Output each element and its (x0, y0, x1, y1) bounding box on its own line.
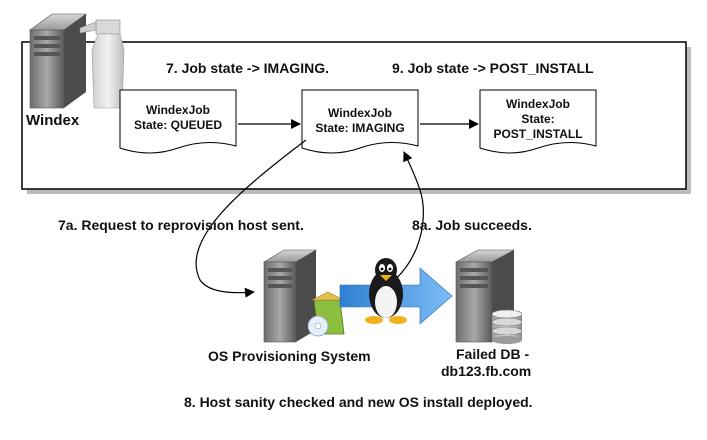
job-doc-post-install (479, 89, 597, 154)
job-title: WindexJob (328, 106, 392, 120)
step-7a-label: 7a. Request to reprovision host sent. (58, 217, 304, 233)
linux-penguin-icon (365, 258, 407, 324)
install-package-icon (307, 291, 345, 337)
job-state: State: QUEUED (133, 118, 222, 132)
step-7-label: 7. Job state -> IMAGING. (166, 60, 329, 76)
job-state: State: (521, 112, 555, 126)
failed-db-label-line1: Failed DB - (456, 346, 530, 362)
job-title: WindexJob (146, 103, 210, 117)
step-9-label: 9. Job state -> POST_INSTALL (392, 60, 594, 76)
arrow-reprovision-request (195, 139, 307, 298)
failed-db-label-line2: db123.fb.com (441, 363, 532, 379)
job-doc-imaging (301, 89, 419, 154)
job-state-value: POST_INSTALL (493, 127, 583, 141)
os-provisioning-label: OS Provisioning System (208, 348, 371, 364)
job-title: WindexJob (506, 97, 570, 111)
windex-server-icon (29, 13, 87, 109)
job-doc-queued (119, 89, 237, 154)
database-icon (491, 309, 523, 344)
job-doc-queued-text: WindexJob State: QUEUED (120, 103, 236, 133)
spray-bottle-icon (79, 19, 125, 109)
job-state: State: IMAGING (315, 121, 405, 135)
step-8a-label: 8a. Job succeeds. (412, 217, 532, 233)
job-doc-imaging-text: WindexJob State: IMAGING (302, 106, 418, 136)
windex-label: Windex (26, 112, 80, 129)
step-8-label: 8. Host sanity checked and new OS instal… (184, 394, 533, 410)
job-doc-post-install-text: WindexJob State: POST_INSTALL (480, 97, 596, 142)
